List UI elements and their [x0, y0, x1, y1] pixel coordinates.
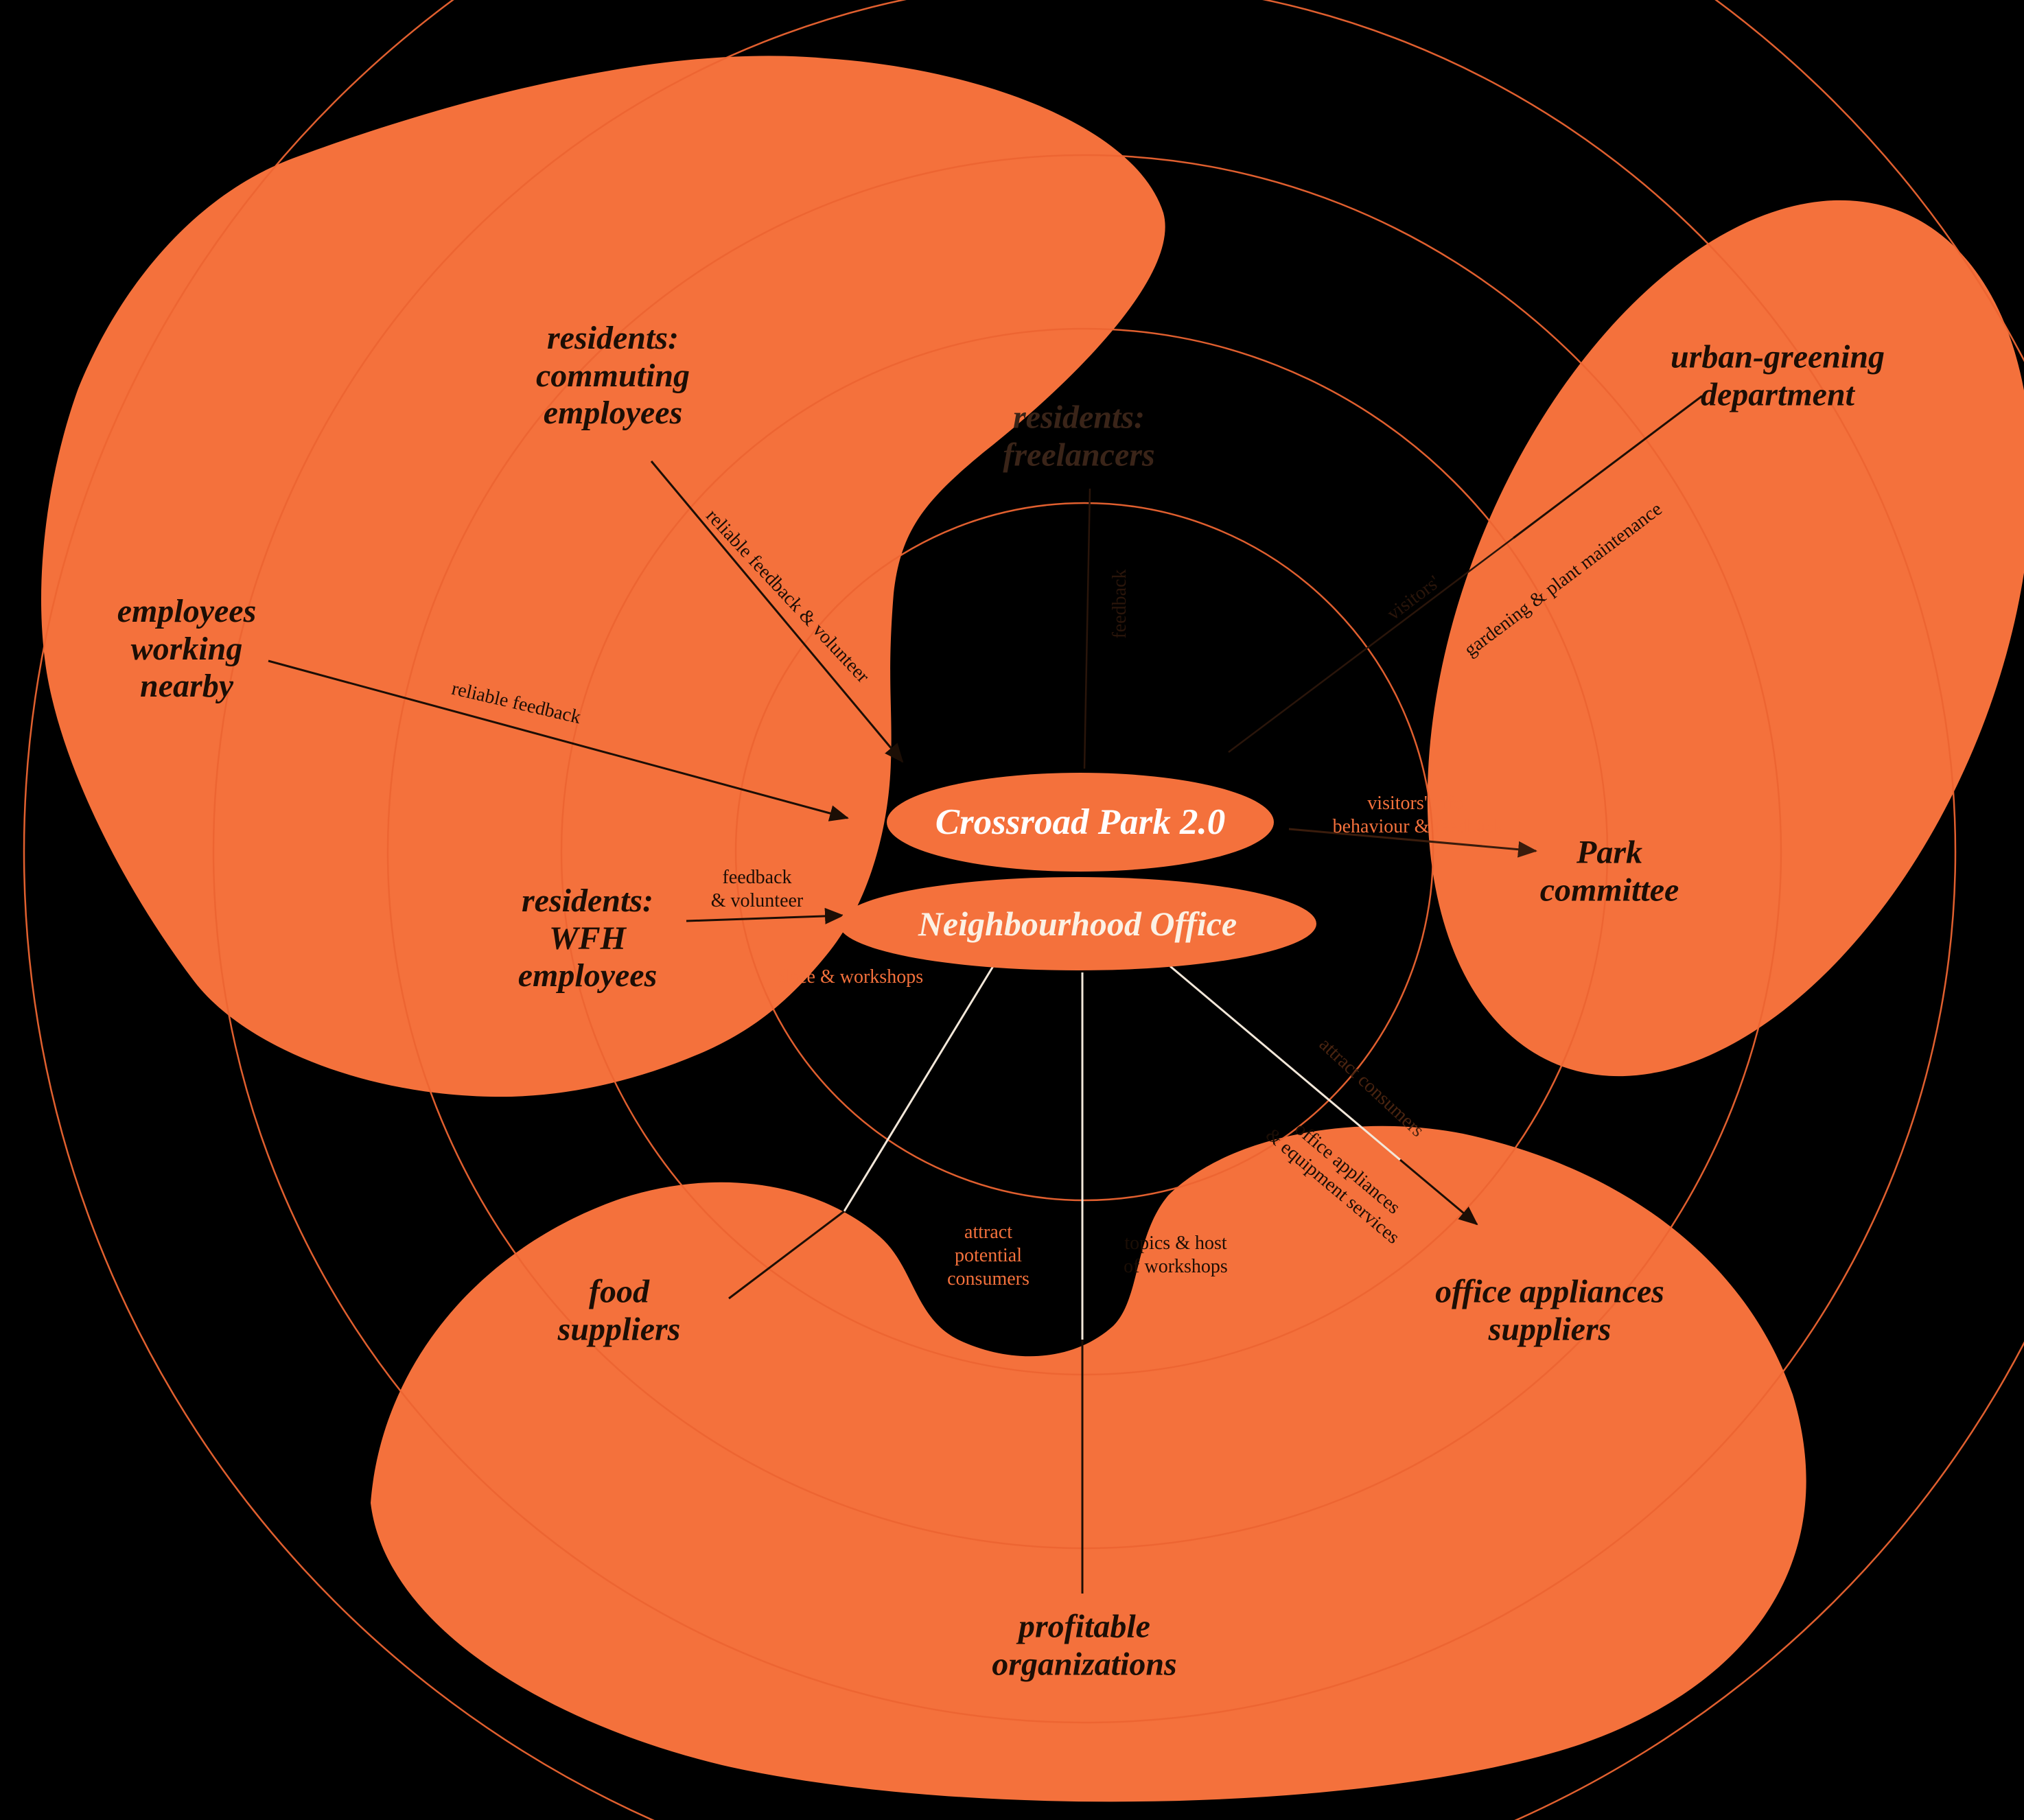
- node-line: office appliances: [1435, 1273, 1664, 1310]
- node-line: Park: [1577, 834, 1642, 871]
- line-office-to-appliances-light: [1170, 965, 1401, 1161]
- node-line: employees: [117, 592, 257, 629]
- ring-1: [734, 502, 1434, 1202]
- line-park-to-department-outer: [1228, 537, 1514, 753]
- office-title: Neighbourhood Office: [918, 905, 1237, 943]
- concentric-rings: [23, 0, 2024, 1820]
- edge-line: feedback: [722, 866, 792, 888]
- node-line: suppliers: [1488, 1311, 1612, 1347]
- ring-5: [23, 0, 2024, 1820]
- edge-topics-host-workshops: topics & host of workshops: [1124, 1232, 1228, 1279]
- node-line: committee: [1539, 872, 1679, 908]
- node-residents-commuting: residents: commuting employees: [536, 320, 690, 432]
- node-residents-freelancers: residents: freelancers: [1003, 399, 1154, 474]
- ring-2: [560, 327, 1609, 1376]
- node-line: commuting: [535, 357, 690, 394]
- edge-line: attract: [964, 1221, 1012, 1243]
- edge-attract-potential-consumers: attract potential consumers: [947, 1221, 1030, 1291]
- park-ellipse: [887, 773, 1274, 872]
- node-line: employees: [517, 957, 658, 994]
- node-line: residents:: [521, 882, 653, 919]
- edge-line: visitors' info:: [1367, 792, 1469, 814]
- line-wfh-to-office: [686, 907, 844, 924]
- blob-city-department: [1427, 200, 2024, 1077]
- node-line: suppliers: [557, 1311, 681, 1347]
- park-title: Crossroad Park 2.0: [935, 802, 1226, 842]
- node-food-suppliers: food suppliers: [558, 1273, 681, 1348]
- edge-line: behaviour & feedback: [1332, 816, 1504, 837]
- node-line: food: [589, 1273, 649, 1310]
- node-employees-working-nearby: employees working nearby: [117, 593, 257, 705]
- node-line: profitable: [1019, 1608, 1150, 1645]
- node-line: nearby: [140, 668, 233, 705]
- node-office-appliances-suppliers: office appliances suppliers: [1435, 1273, 1664, 1348]
- node-residents-wfh: residents: WFH employees: [518, 883, 658, 995]
- node-line: freelancers: [1003, 436, 1155, 473]
- edge-line: consumers: [947, 1268, 1030, 1290]
- edge-place-workshops: place & workshops: [774, 966, 924, 988]
- line-park-to-department-inner: [1513, 395, 1703, 539]
- edge-feedback-vertical: feedback: [1108, 569, 1130, 639]
- blob-residents: [41, 56, 1165, 1097]
- edge-line: of workshops: [1124, 1256, 1228, 1277]
- line-office-to-food-dark: [728, 1210, 845, 1300]
- node-line: urban-greening: [1670, 338, 1885, 375]
- edge-line: potential: [955, 1244, 1022, 1266]
- arrow-working-nearby-to-park: [268, 660, 849, 821]
- line-park-to-freelancers: [1083, 488, 1091, 769]
- node-line: residents:: [546, 319, 679, 356]
- office-ellipse: [839, 877, 1316, 970]
- node-line: department: [1700, 376, 1854, 412]
- edge-line: topics & host: [1124, 1232, 1227, 1254]
- node-park-committee: Park committee: [1540, 834, 1679, 909]
- edge-visitors-info-feedback: visitors' info: behaviour & feedback: [1333, 792, 1504, 839]
- line-office-to-food-light: [843, 966, 994, 1212]
- node-line: employees: [543, 395, 683, 432]
- node-line: working: [130, 630, 243, 667]
- node-profitable-organizations: profitable organizations: [992, 1608, 1176, 1683]
- node-line: organizations: [992, 1646, 1177, 1682]
- edge-feedback-volunteer: feedback & volunteer: [711, 866, 804, 913]
- node-urban-greening-department: urban-greening department: [1671, 338, 1885, 413]
- ring-4: [213, 0, 1956, 1723]
- edge-line: & volunteer: [710, 890, 804, 911]
- line-office-to-appliances-dark: [1399, 1158, 1478, 1226]
- node-line: WFH: [548, 920, 627, 957]
- ring-3: [386, 154, 1782, 1550]
- node-line: residents:: [1013, 399, 1145, 436]
- arrow-park-to-committee: [1288, 828, 1537, 858]
- blob-suppliers: [371, 1125, 1806, 1802]
- arrow-commuting-to-park: [650, 460, 904, 763]
